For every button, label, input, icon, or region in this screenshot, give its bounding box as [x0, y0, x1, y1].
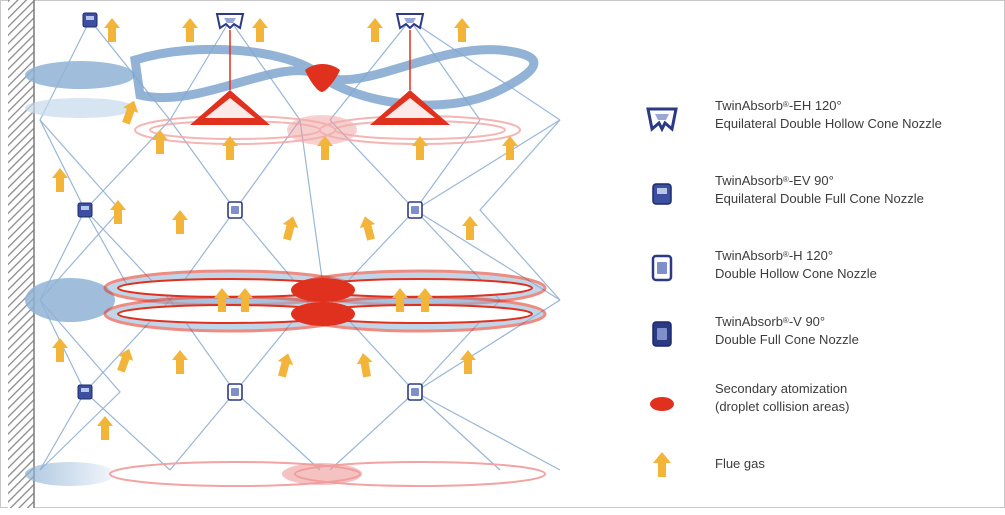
legend-label-eh: TwinAbsorb®-EH 120° Equilateral Double H… [715, 98, 942, 131]
spray-cone-lines [39, 19, 561, 471]
equilateral-double-full-cone-nozzle-icon [652, 183, 672, 205]
legend-label-secondary-atomization: Secondary atomization (droplet collision… [715, 381, 850, 414]
lower-spray-band [25, 461, 546, 487]
double-full-cone-nozzle-icon [652, 321, 672, 347]
absorber-wall [8, 0, 34, 508]
double-hollow-cone-nozzle-icon [651, 254, 673, 282]
flue-gas-arrow-icon [653, 452, 671, 477]
legend-label-v: TwinAbsorb®-V 90° Double Full Cone Nozzl… [715, 314, 859, 347]
legend-label-ev: TwinAbsorb®-EV 90° Equilateral Double Fu… [715, 173, 924, 206]
legend-label-flue-gas: Flue gas [715, 456, 765, 471]
secondary-atomization-blob-icon [650, 397, 674, 411]
upper-spray-band [25, 44, 539, 118]
legend: TwinAbsorb®-EH 120° Equilateral Double H… [640, 0, 1000, 508]
middle-spray-band [25, 269, 547, 333]
upper-red-cones [190, 30, 450, 125]
equilateral-double-hollow-cone-nozzle-icon [646, 107, 678, 133]
legend-label-h: TwinAbsorb®-H 120° Double Hollow Cone No… [715, 248, 877, 281]
spray-diagram [8, 0, 561, 508]
